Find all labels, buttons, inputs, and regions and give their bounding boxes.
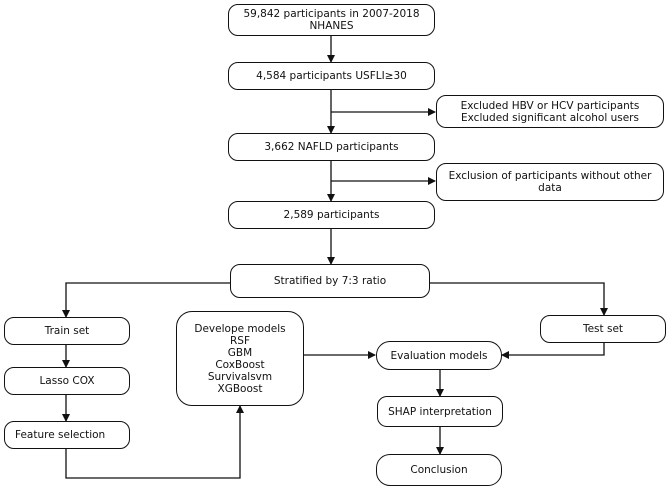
node-start-line: 59,842 participants in 2007-2018 NHANES bbox=[243, 8, 420, 32]
node-feat-line: Feature selection bbox=[15, 429, 106, 441]
node-models-line: CoxBoost bbox=[215, 358, 265, 371]
node-concl-line: Conclusion bbox=[410, 464, 468, 476]
arrow-test-to-eval bbox=[501, 343, 605, 359]
node-excl1-line: Excluded HBV or HCV participants bbox=[460, 99, 640, 112]
node-models-line: RSF bbox=[229, 334, 250, 347]
node-models-line: GBM bbox=[227, 346, 253, 359]
node-feat: Feature selection bbox=[4, 421, 130, 449]
node-shap-line: SHAP interpretation bbox=[388, 405, 492, 418]
node-models-line: Survivalsvm bbox=[207, 370, 273, 383]
node-lasso-line: Lasso COX bbox=[39, 375, 95, 387]
node-usfli: 4,584 participants USFLI≥30 bbox=[228, 62, 435, 90]
node-start: 59,842 participants in 2007-2018 NHANES bbox=[228, 4, 435, 36]
node-strat: Stratified by 7:3 ratio bbox=[230, 264, 430, 298]
node-excl1-line: Excluded significant alcohol users bbox=[461, 111, 639, 124]
arrow-strat-to-train bbox=[62, 282, 230, 318]
node-lasso: Lasso COX bbox=[4, 367, 130, 395]
node-usfli-line: 4,584 participants USFLI≥30 bbox=[256, 70, 407, 82]
node-excl2-line: data bbox=[538, 182, 562, 194]
node-p2589-line: 2,589 participants bbox=[283, 209, 380, 221]
node-train-line: Train set bbox=[44, 325, 90, 337]
node-test: Test set bbox=[540, 315, 666, 343]
node-excl2-line: Exclusion of participants without other bbox=[448, 170, 652, 182]
node-concl: Conclusion bbox=[376, 454, 502, 486]
node-train: Train set bbox=[4, 317, 130, 345]
node-test-line: Test set bbox=[582, 323, 624, 335]
node-p2589: 2,589 participants bbox=[228, 201, 435, 229]
node-nafld-line: 3,662 NAFLD participants bbox=[264, 141, 399, 153]
arrow-feat-to-models bbox=[65, 405, 244, 479]
node-strat-line: Stratified by 7:3 ratio bbox=[273, 275, 387, 287]
node-models-line: Develope models bbox=[194, 322, 286, 335]
node-eval: Evaluation models bbox=[376, 341, 502, 370]
node-models-line: XGBoost bbox=[217, 382, 263, 395]
node-eval-line: Evaluation models bbox=[390, 349, 488, 362]
node-shap: SHAP interpretation bbox=[377, 396, 503, 427]
arrow-strat-to-test bbox=[430, 282, 608, 316]
node-nafld: 3,662 NAFLD participants bbox=[228, 133, 435, 161]
